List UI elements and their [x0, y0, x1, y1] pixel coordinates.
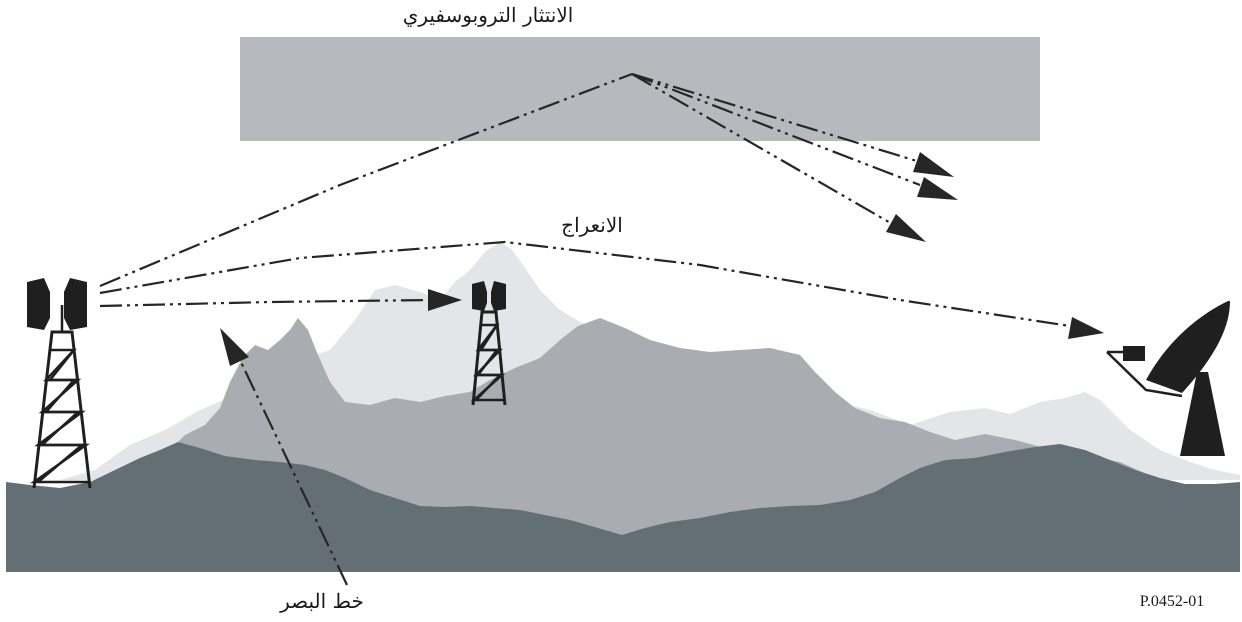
- troposcatter-scattered-ray-2: [631, 72, 958, 200]
- line-of-sight-ray: [99, 289, 462, 311]
- line-of-sight-label: خط البصر: [279, 589, 364, 613]
- troposphere-band: [240, 37, 1040, 141]
- middle-antennas: [472, 281, 506, 311]
- figure-id: P.0452-01: [1140, 593, 1204, 610]
- near-ground: [6, 442, 1240, 572]
- left-tower: [30, 305, 92, 489]
- troposcatter-incident-ray: [99, 72, 633, 288]
- diffraction-ray: [99, 240, 1104, 339]
- troposcatter-scattered-ray-1: [631, 72, 954, 177]
- troposcatter-scattered-ray-3: [631, 73, 926, 242]
- troposcatter-label: الانتثار التروبوسفيري: [403, 3, 574, 27]
- satellite-dish: [1106, 301, 1230, 456]
- diffraction-label: الانعراج: [561, 213, 623, 237]
- left-antennas: [27, 278, 87, 330]
- line-of-sight-pointer: [220, 328, 348, 586]
- middle-tower: [470, 310, 507, 406]
